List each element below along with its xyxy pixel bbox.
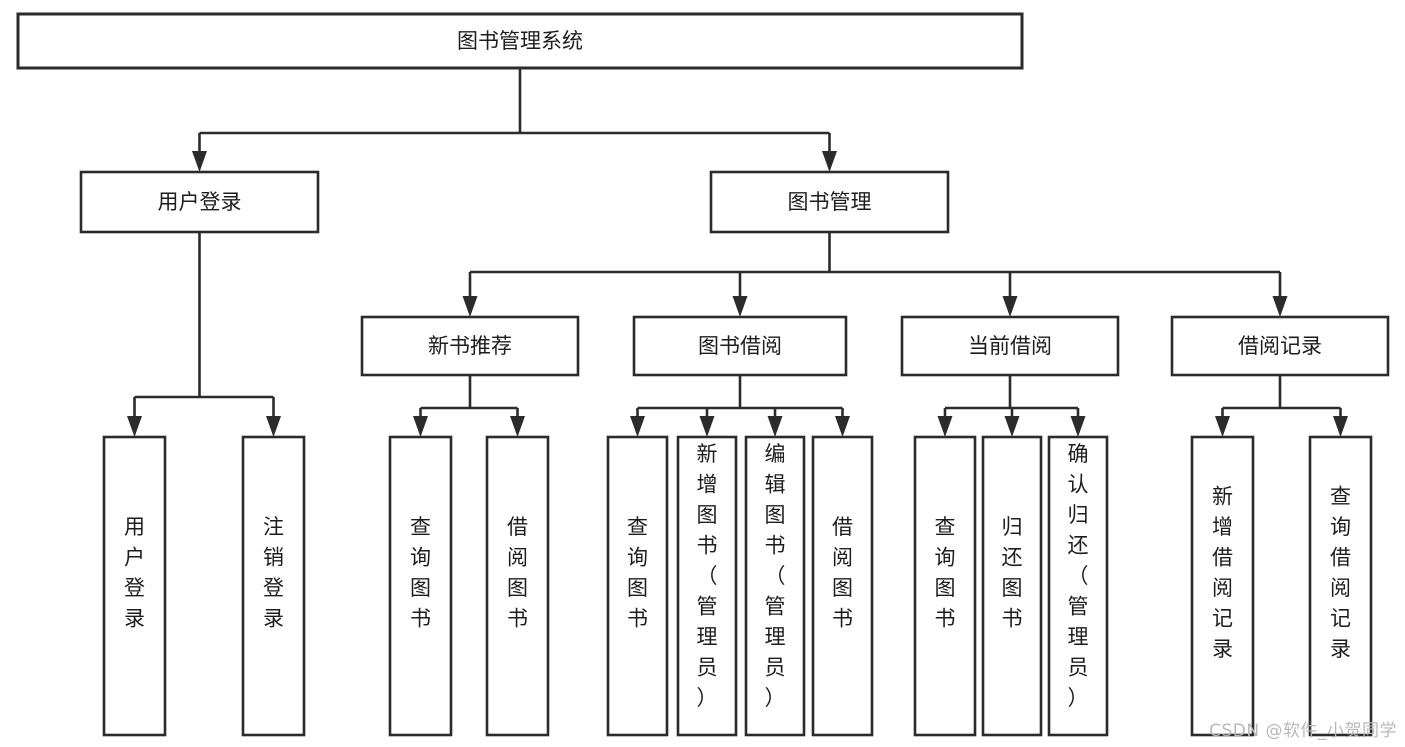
node-label: 新书推荐 [428, 334, 512, 358]
node-box [485, 435, 550, 737]
node-label: 查询图书 [410, 515, 431, 631]
node-label: 借阅图书 [507, 515, 528, 631]
node-label: 用户登录 [124, 515, 145, 631]
node-label: 确认归还（管理员） [1068, 442, 1089, 710]
node-label: 查询图书 [627, 515, 648, 631]
node-box [16, 12, 1024, 70]
node-label: 编辑图书（管理员） [765, 442, 786, 710]
node-label: 查询图书 [935, 515, 956, 631]
node-box [241, 435, 306, 737]
node-submodule[interactable]: 当前借阅 [900, 315, 1120, 377]
arrow-head-icon [510, 416, 525, 437]
arrow-head-icon [835, 416, 850, 437]
node-leaf[interactable]: 新增借阅记录 [1190, 435, 1255, 737]
node-box [79, 170, 320, 234]
node-box [1308, 435, 1373, 737]
node-box [1170, 315, 1390, 377]
node-leaf[interactable]: 查询图书 [913, 435, 977, 737]
node-root[interactable]: 图书管理系统 [16, 12, 1024, 70]
node-label: 图书管理系统 [457, 29, 583, 53]
node-leaf[interactable]: 查询图书 [606, 435, 669, 737]
arrow-head-icon [1070, 416, 1086, 437]
arrow-head-icon [630, 416, 645, 437]
node-box [606, 435, 669, 737]
node-leaf[interactable]: 借阅图书 [485, 435, 550, 737]
node-box [102, 435, 167, 737]
node-label: 用户登录 [158, 190, 242, 214]
node-box [1190, 435, 1255, 737]
arrow-head-icon [1272, 296, 1288, 317]
node-leaf[interactable]: 归还图书 [981, 435, 1043, 737]
arrow-head-icon [266, 416, 281, 437]
arrow-head-icon [1333, 416, 1348, 437]
node-leaf[interactable]: 借阅图书 [811, 435, 874, 737]
node-label: 当前借阅 [968, 334, 1052, 358]
node-leaf[interactable]: 注销登录 [241, 435, 306, 737]
node-box [360, 315, 580, 377]
node-leaf[interactable]: 用户登录 [102, 435, 167, 737]
arrow-head-icon [413, 416, 428, 437]
node-box [1047, 435, 1109, 737]
node-box [981, 435, 1043, 737]
node-label: 新增借阅记录 [1212, 485, 1233, 662]
nodes-layer: 图书管理系统用户登录图书管理新书推荐图书借阅当前借阅借阅记录用户登录注销登录查询… [16, 12, 1390, 737]
node-leaf[interactable]: 确认归还（管理员） [1047, 435, 1109, 737]
node-label: 归还图书 [1002, 515, 1023, 631]
node-submodule[interactable]: 图书借阅 [632, 315, 848, 377]
node-box [709, 170, 950, 234]
node-box [632, 315, 848, 377]
node-box [388, 435, 453, 737]
node-label: 注销登录 [263, 515, 284, 631]
arrow-head-icon [192, 151, 207, 172]
node-label: 图书管理 [788, 190, 872, 214]
arrow-head-icon [767, 416, 783, 437]
arrow-head-icon [937, 416, 953, 437]
node-leaf[interactable]: 新增图书（管理员） [676, 435, 738, 737]
node-box [900, 315, 1120, 377]
node-box [744, 435, 806, 737]
arrow-head-icon [1004, 416, 1020, 437]
node-leaf[interactable]: 编辑图书（管理员） [744, 435, 806, 737]
arrow-head-icon [699, 416, 715, 437]
node-leaf[interactable]: 查询图书 [388, 435, 453, 737]
arrow-head-icon [127, 416, 142, 437]
node-submodule[interactable]: 新书推荐 [360, 315, 580, 377]
node-label: 借阅图书 [832, 515, 853, 631]
connectors-layer [127, 68, 1348, 437]
node-label: 借阅记录 [1238, 334, 1322, 358]
node-label: 查询借阅记录 [1330, 485, 1351, 662]
arrow-head-icon [1002, 296, 1018, 317]
arrow-head-icon [732, 296, 748, 317]
arrow-head-icon [462, 296, 478, 317]
node-label: 图书借阅 [698, 334, 782, 358]
node-label: 新增图书（管理员） [697, 442, 718, 710]
node-module[interactable]: 用户登录 [79, 170, 320, 234]
node-submodule[interactable]: 借阅记录 [1170, 315, 1390, 377]
node-box [811, 435, 874, 737]
arrow-head-icon [822, 151, 837, 172]
node-leaf[interactable]: 查询借阅记录 [1308, 435, 1373, 737]
node-box [676, 435, 738, 737]
arrow-head-icon [1215, 416, 1230, 437]
node-module[interactable]: 图书管理 [709, 170, 950, 234]
node-box [913, 435, 977, 737]
